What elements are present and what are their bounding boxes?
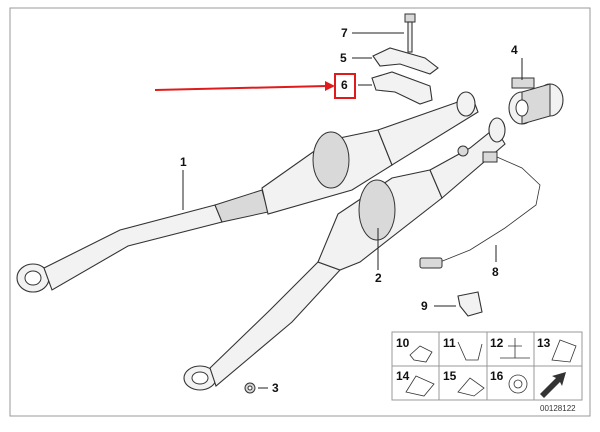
callout-2: 2 xyxy=(375,271,382,285)
grid-cell-12[interactable]: 12 xyxy=(490,336,530,359)
pipe-clamp[interactable] xyxy=(508,77,564,125)
callout-5: 5 xyxy=(340,51,347,65)
svg-text:16: 16 xyxy=(490,369,504,383)
cable-holder[interactable] xyxy=(457,291,483,317)
svg-text:13: 13 xyxy=(537,336,551,350)
grid-cell-14[interactable]: 14 xyxy=(396,369,435,397)
grid-cell-16[interactable]: 16 xyxy=(490,369,528,394)
exhaust-pipe-lower[interactable] xyxy=(183,117,506,391)
reference-code: 00128122 xyxy=(540,404,576,413)
svg-text:14: 14 xyxy=(396,369,410,383)
callout-1: 1 xyxy=(180,155,187,169)
callout-9: 9 xyxy=(421,299,428,313)
diagram-frame xyxy=(9,7,591,417)
direction-arrow-icon xyxy=(540,372,566,398)
svg-text:12: 12 xyxy=(490,336,504,350)
small-parts-grid: 10 11 12 13 14 15 16 xyxy=(391,331,583,401)
callout-4: 4 xyxy=(511,43,518,57)
svg-text:15: 15 xyxy=(443,369,457,383)
grid-cell-11[interactable]: 11 xyxy=(443,336,483,361)
bolt[interactable] xyxy=(404,13,416,53)
callout-6: 6 xyxy=(341,78,348,92)
grid-cell-15[interactable]: 15 xyxy=(443,369,485,397)
highlight-arrow-head xyxy=(325,81,335,91)
bracket-lower[interactable] xyxy=(371,71,433,105)
callout-7: 7 xyxy=(341,26,348,40)
callout-8: 8 xyxy=(492,265,499,279)
grid-cell-13[interactable]: 13 xyxy=(537,336,577,363)
highlight-arrow-line xyxy=(154,85,328,91)
exhaust-pipe-upper[interactable] xyxy=(16,91,479,293)
callout-3: 3 xyxy=(272,381,279,395)
grid-cell-10[interactable]: 10 xyxy=(396,336,433,363)
leader-lines xyxy=(182,32,523,389)
grid-cell-arrow xyxy=(540,372,566,398)
bracket-upper[interactable] xyxy=(372,47,439,75)
svg-text:10: 10 xyxy=(396,336,410,350)
svg-text:11: 11 xyxy=(443,336,456,350)
oxygen-sensor[interactable] xyxy=(419,151,541,269)
highlight-part-6 xyxy=(154,73,356,99)
nut[interactable] xyxy=(244,382,256,394)
